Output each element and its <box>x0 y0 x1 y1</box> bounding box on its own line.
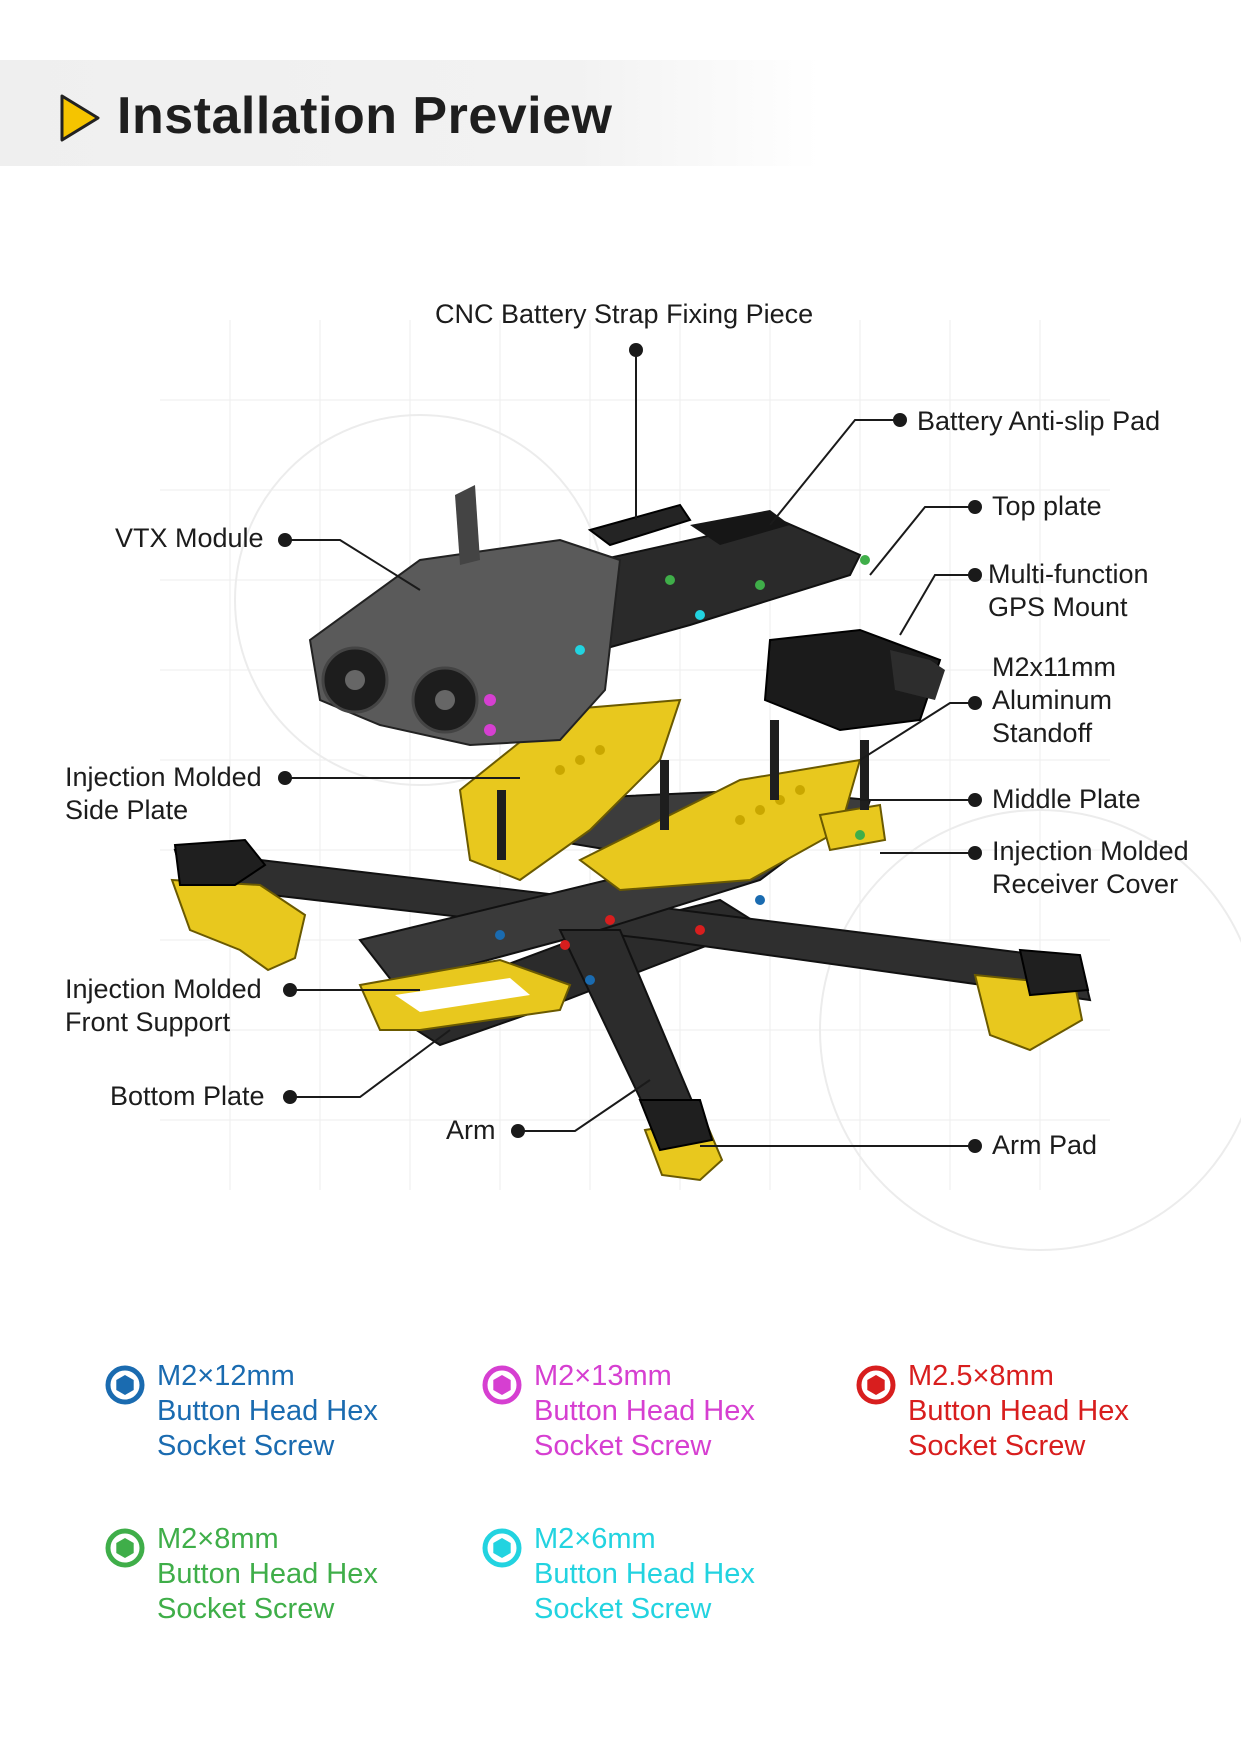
callout-vtx-module: VTX Module <box>115 523 264 553</box>
legend-text: M2×8mm Button Head Hex Socket Screw <box>157 1522 378 1627</box>
callout-gps-mount-line1: Multi-function <box>988 559 1149 589</box>
legend-size: M2.5×8mm <box>908 1360 1054 1392</box>
callout-arm-pad: Arm Pad <box>992 1130 1098 1160</box>
legend-size: M2×12mm <box>157 1360 295 1392</box>
hex-screw-icon <box>105 1365 145 1405</box>
callout-receiver-cover-line1: Injection Molded <box>992 836 1189 866</box>
gps-mount <box>763 628 945 732</box>
callout-gps-mount: Multi-function GPS Mount <box>988 558 1149 624</box>
callout-side-plate-line2: Side Plate <box>65 795 189 825</box>
legend-text: M2×13mm Button Head Hex Socket Screw <box>534 1359 755 1464</box>
callout-standoff-line1: M2x11mm <box>992 652 1117 682</box>
callout-receiver-cover: Injection Molded Receiver Cover <box>992 835 1189 901</box>
legend-line3: Socket Screw <box>534 1593 712 1625</box>
legend-size: M2×6mm <box>534 1523 656 1555</box>
callout-standoff-line2: Aluminum <box>992 685 1113 715</box>
standoffs <box>497 720 869 860</box>
legend-line2: Button Head Hex <box>908 1395 1129 1427</box>
arm-pads <box>170 878 1084 1182</box>
callout-front-support: Injection Molded Front Support <box>65 973 262 1039</box>
legend-line2: Button Head Hex <box>157 1558 378 1590</box>
header-band <box>0 60 820 166</box>
legend-size: M2×8mm <box>157 1523 279 1555</box>
legend-line2: Button Head Hex <box>534 1558 755 1590</box>
callout-front-support-line1: Injection Molded <box>65 974 262 1004</box>
play-icon <box>60 94 100 142</box>
hex-screw-icon <box>482 1528 522 1568</box>
callout-bottom-plate: Bottom Plate <box>110 1081 265 1111</box>
arm-tips <box>173 838 1090 1152</box>
callout-side-plate-line1: Injection Molded <box>65 762 262 792</box>
legend-line3: Socket Screw <box>534 1430 712 1462</box>
callout-receiver-cover-line2: Receiver Cover <box>992 869 1179 899</box>
legend-text: M2×6mm Button Head Hex Socket Screw <box>534 1522 755 1627</box>
page-title: Installation Preview <box>117 87 613 145</box>
hex-screw-icon <box>105 1528 145 1568</box>
callout-side-plate: Injection Molded Side Plate <box>65 761 262 827</box>
callout-arm: Arm <box>446 1115 496 1145</box>
legend-line2: Button Head Hex <box>534 1395 755 1427</box>
battery-pad <box>690 510 790 545</box>
callout-battery-pad: Battery Anti-slip Pad <box>917 406 1161 436</box>
vtx-module <box>308 485 622 747</box>
callout-front-support-line2: Front Support <box>65 1007 231 1037</box>
callout-standoff: M2x11mm Aluminum Standoff <box>992 651 1116 750</box>
legend-text: M2.5×8mm Button Head Hex Socket Screw <box>908 1359 1129 1464</box>
callout-standoff-line3: Standoff <box>992 718 1093 748</box>
front-support <box>358 958 572 1031</box>
legend-size: M2×13mm <box>534 1360 672 1392</box>
legend-text: M2×12mm Button Head Hex Socket Screw <box>157 1359 378 1464</box>
hex-screw-icon <box>482 1365 522 1405</box>
callout-middle-plate: Middle Plate <box>992 784 1141 814</box>
legend-line3: Socket Screw <box>908 1430 1086 1462</box>
legend-line3: Socket Screw <box>157 1430 335 1462</box>
callout-top-plate: Top plate <box>992 491 1102 521</box>
cnc-strap-piece <box>587 503 692 547</box>
leader-lines <box>285 350 975 1147</box>
legend-line2: Button Head Hex <box>157 1395 378 1427</box>
legend-line3: Socket Screw <box>157 1593 335 1625</box>
screws <box>484 555 870 985</box>
callout-gps-mount-line2: GPS Mount <box>988 592 1128 622</box>
leader-dots <box>278 343 982 1153</box>
hex-screw-icon <box>856 1365 896 1405</box>
callout-cnc-strap: CNC Battery Strap Fixing Piece <box>435 299 814 329</box>
